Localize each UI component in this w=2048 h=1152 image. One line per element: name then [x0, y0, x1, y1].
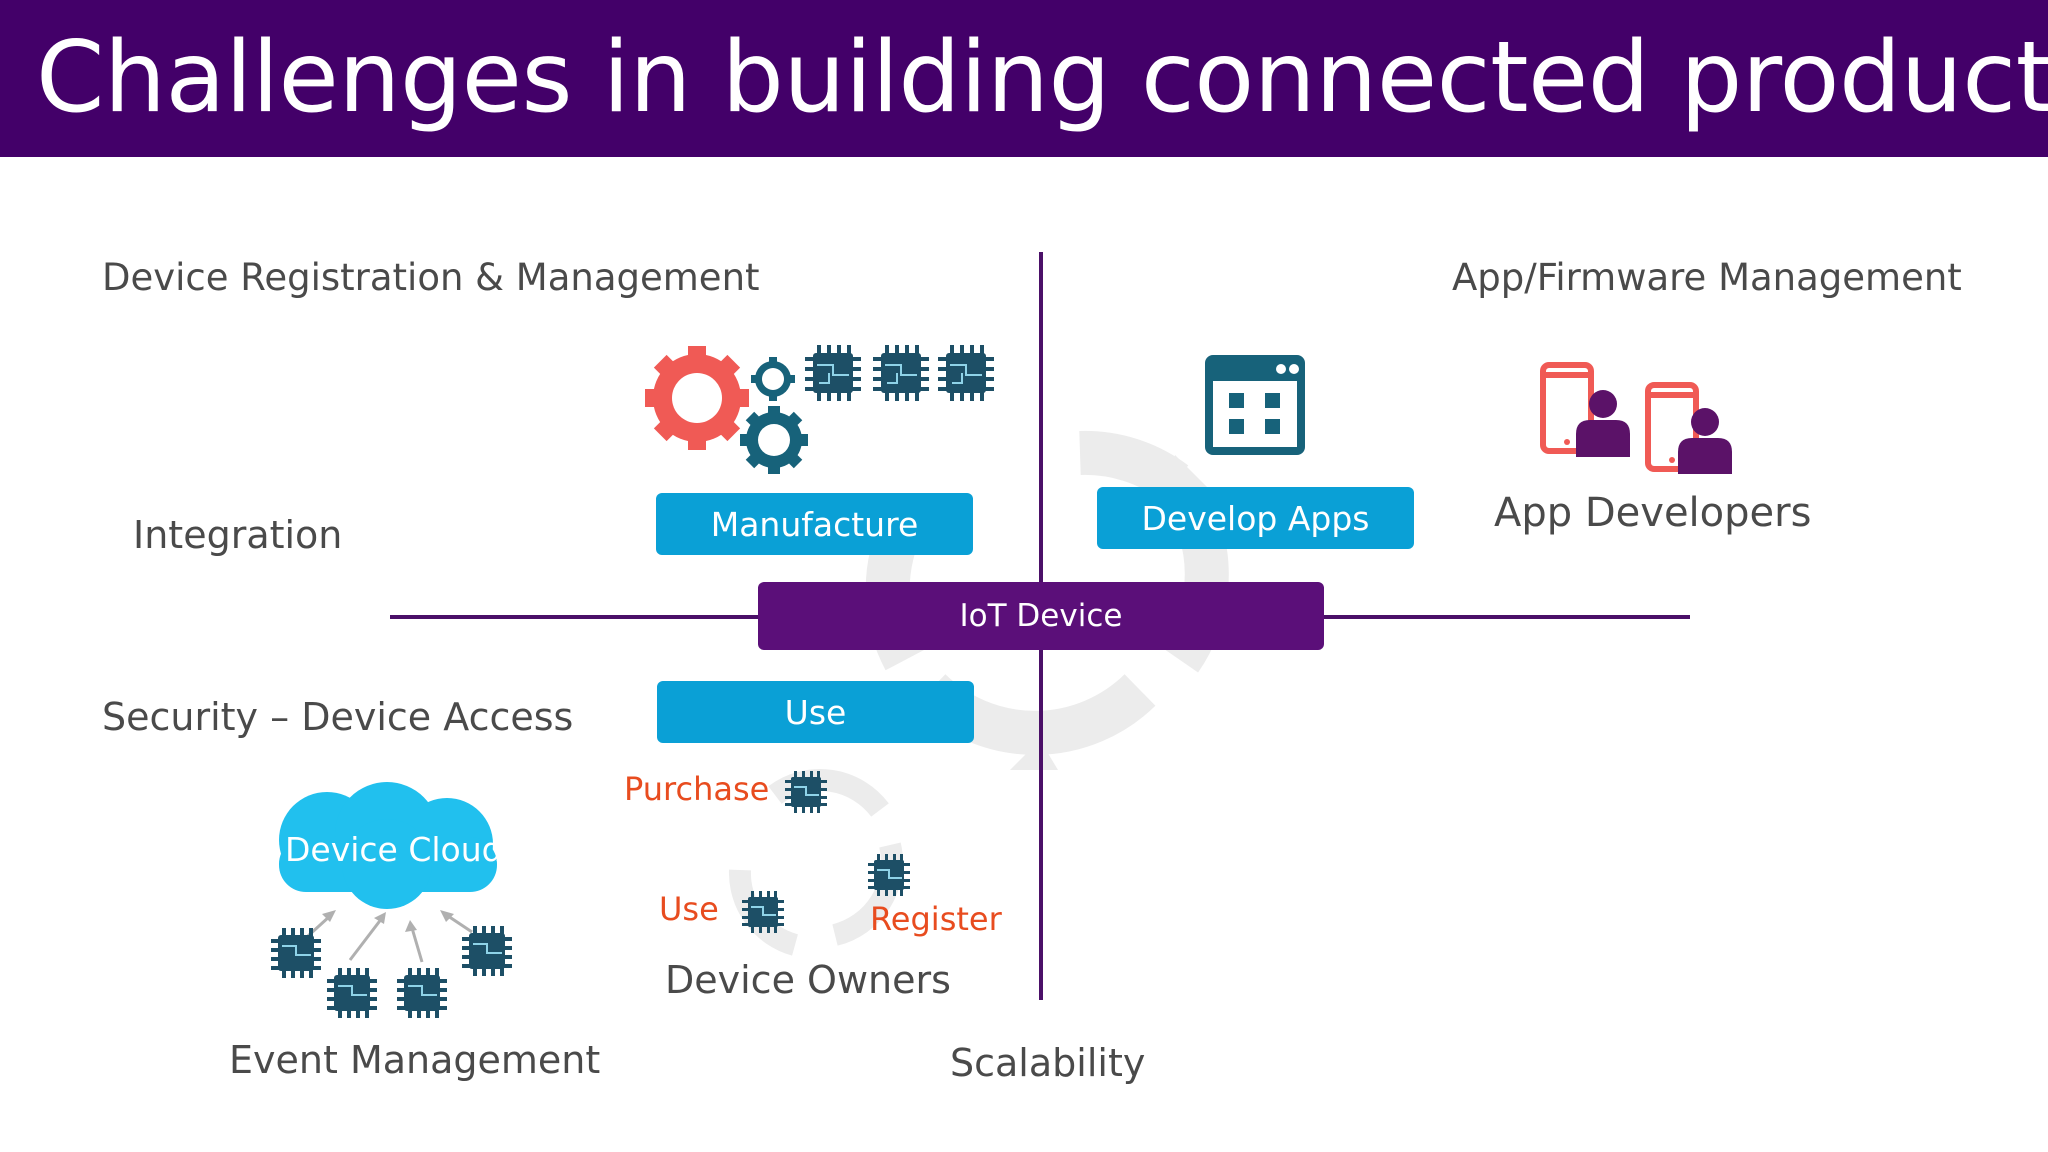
- chip-icon: [785, 771, 827, 813]
- label-app-developers: App Developers: [1494, 490, 1812, 536]
- chip-icon: [868, 854, 910, 896]
- label-device-owners: Device Owners: [665, 958, 951, 1002]
- label-security: Security – Device Access: [102, 695, 574, 739]
- app-window-icon: [1205, 355, 1305, 455]
- iot-device-button[interactable]: IoT Device: [758, 582, 1324, 650]
- develop-apps-button[interactable]: Develop Apps: [1097, 487, 1414, 549]
- gears-icon: [645, 346, 808, 474]
- chip-icon: [271, 928, 321, 978]
- phone-developer-icon: [1540, 362, 1630, 457]
- label-app-firmware: App/Firmware Management: [1452, 256, 1962, 299]
- cycle-use-label: Use: [659, 890, 719, 928]
- chip-icon: [938, 345, 994, 401]
- chip-icon: [742, 891, 784, 933]
- cloud-arrows: [306, 910, 473, 963]
- use-button[interactable]: Use: [657, 681, 974, 743]
- chip-icon: [873, 345, 929, 401]
- cycle-purchase-label: Purchase: [624, 770, 770, 808]
- chip-icon: [462, 926, 512, 976]
- chip-icon: [327, 968, 377, 1018]
- label-device-registration: Device Registration & Management: [102, 256, 760, 299]
- phone-developer-icon: [1645, 382, 1732, 474]
- label-event-management: Event Management: [229, 1038, 601, 1082]
- label-integration: Integration: [133, 513, 343, 557]
- page-title: Challenges in building connected product…: [36, 21, 2048, 135]
- cloud-icon: [279, 782, 497, 909]
- label-scalability: Scalability: [950, 1041, 1146, 1085]
- chip-icon: [397, 968, 447, 1018]
- title-banner: [0, 0, 2048, 157]
- device-cloud-label: Device Cloud: [285, 830, 503, 869]
- manufacture-button[interactable]: Manufacture: [656, 493, 973, 555]
- chip-icon: [805, 345, 861, 401]
- cycle-register-label: Register: [870, 900, 1002, 938]
